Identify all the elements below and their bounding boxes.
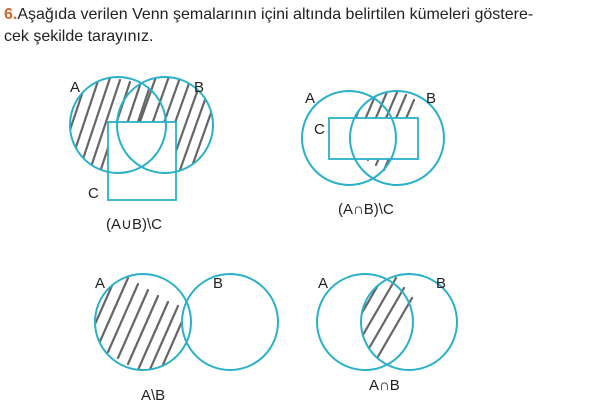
venn-diagram-2: A B C (A∩B)\C (301, 90, 445, 218)
venn-diagram-1: A B C (A∪B)\C (69, 76, 214, 233)
caption: A\B (141, 387, 165, 404)
set-a-circle (316, 273, 414, 371)
question-text-1: Aşağıda verilen Venn şemalarının içini a… (17, 6, 534, 23)
question: 6.Aşağıda verilen Venn şemalarının içini… (4, 4, 594, 48)
hatch-region-4 (361, 274, 414, 362)
set-b-circle (181, 273, 279, 371)
venn-diagram-4: A B A∩B (316, 273, 458, 394)
set-c-rect (328, 117, 419, 160)
set-b-circle (360, 273, 458, 371)
question-line-1: 6.Aşağıda verilen Venn şemalarının içini… (4, 4, 594, 26)
set-a-circle (94, 273, 192, 371)
set-c-rect (107, 121, 177, 201)
caption: A∩B (369, 377, 400, 394)
hatch-region-3 (95, 274, 190, 370)
label-b: B (436, 275, 446, 292)
label-b: B (213, 275, 223, 292)
question-text-2: cek şekilde tarayınız. (4, 28, 154, 45)
label-b: B (426, 90, 436, 107)
set-b-circle (116, 76, 214, 174)
label-b: B (194, 79, 204, 96)
label-a: A (70, 79, 80, 96)
label-a: A (95, 275, 105, 292)
hatch-region-2 (350, 91, 416, 172)
question-number: 6. (4, 6, 18, 23)
set-b-circle (349, 90, 445, 186)
label-c: C (88, 185, 99, 202)
caption: (A∪B)\C (106, 216, 162, 233)
label-a: A (305, 90, 315, 107)
caption: (A∩B)\C (338, 201, 394, 218)
set-a-circle (301, 90, 397, 186)
label-a: A (318, 275, 328, 292)
venn-diagram-3: A B A\B (94, 273, 279, 404)
label-c: C (314, 121, 325, 138)
set-a-circle (69, 76, 167, 174)
